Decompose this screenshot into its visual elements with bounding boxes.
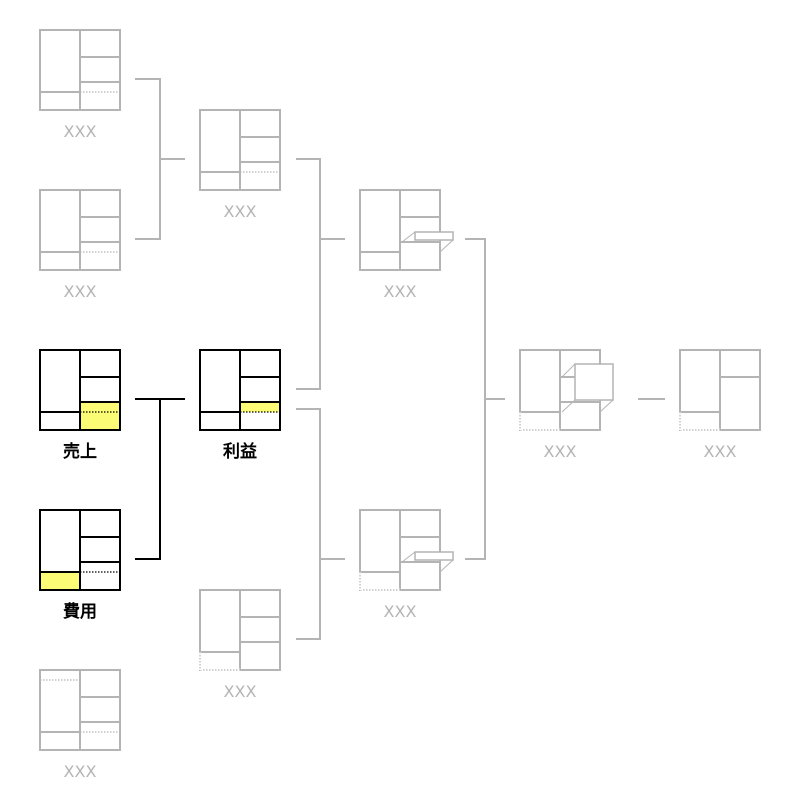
node-label: 利益	[223, 441, 257, 462]
statement-node-11: XXX	[518, 349, 614, 461]
node-label: XXX	[224, 682, 257, 701]
node-label: XXX	[544, 442, 577, 461]
extracted-item-box	[414, 231, 454, 241]
node-label: XXX	[64, 282, 97, 301]
highlight-cell	[80, 402, 120, 430]
projection-line	[599, 399, 614, 413]
node-label: XXX	[384, 602, 417, 621]
statement-node-5: XXX	[39, 669, 121, 781]
bracket-connector	[465, 238, 486, 560]
projection-line	[401, 551, 416, 563]
statement-node-12: XXX	[678, 349, 761, 461]
node-label: XXX	[224, 202, 257, 221]
highlight-cell	[240, 402, 280, 412]
bracket-connector	[296, 158, 321, 390]
statement-node-10: XXX	[358, 509, 454, 621]
statement-node-8: XXX	[198, 589, 281, 701]
statement-node-3: 売上	[39, 349, 121, 462]
node-label: 費用	[63, 601, 97, 622]
statement-node-7: 利益	[199, 349, 281, 462]
projection-line	[561, 399, 576, 413]
bracket-connector	[135, 398, 161, 560]
extracted-item-box	[414, 551, 454, 561]
projection-line	[561, 363, 576, 378]
node-label: 売上	[63, 441, 97, 462]
statement-node-4: 費用	[39, 509, 121, 622]
projection-line	[401, 231, 416, 243]
projection-line	[439, 559, 454, 573]
node-label: XXX	[384, 282, 417, 301]
node-label: XXX	[64, 762, 97, 781]
statement-node-9: XXX	[359, 189, 454, 301]
statement-node-6: XXX	[199, 109, 281, 221]
statement-node-1: XXX	[39, 29, 121, 141]
bracket-connector	[135, 78, 161, 240]
bracket-connector	[296, 408, 321, 640]
node-label: XXX	[64, 122, 97, 141]
highlight-cell	[40, 572, 80, 590]
statement-node-2: XXX	[39, 189, 121, 301]
extracted-item-box	[574, 363, 614, 401]
projection-line	[439, 239, 454, 253]
node-label: XXX	[704, 442, 737, 461]
